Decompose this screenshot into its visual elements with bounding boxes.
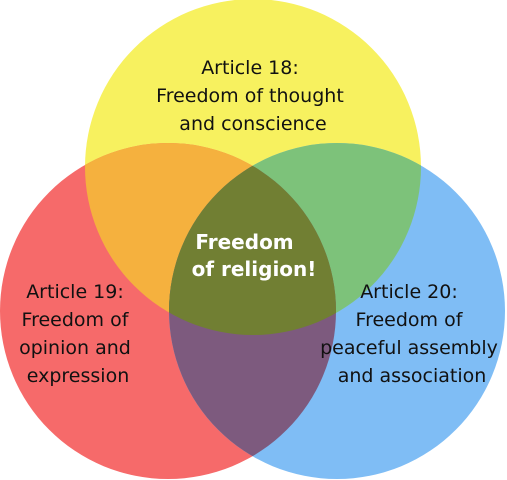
label-line: opinion and [19,337,131,359]
label-line: expression [27,365,130,387]
label-line: Freedom of [356,309,464,331]
center-line: Freedom [195,230,293,254]
label-line: peaceful assembly [320,337,498,359]
label-line: and conscience [179,113,326,135]
label-line: Freedom of thought [156,85,344,107]
label-line: Article 19: [26,281,124,303]
label-center-freedom-of-religion: Freedom of religion! [192,230,317,281]
label-line: and association [338,365,487,387]
label-article-19: Article 19: Freedom of opinion and expre… [19,281,137,387]
label-line: Freedom of [22,309,130,331]
center-line: of religion! [192,257,317,281]
label-article-20: Article 20: Freedom of peaceful assembly… [320,281,504,387]
label-article-18: Article 18: Freedom of thought and consc… [156,57,350,135]
label-line: Article 18: [201,57,299,79]
overlap-center [169,143,336,335]
label-line: Article 20: [360,281,458,303]
